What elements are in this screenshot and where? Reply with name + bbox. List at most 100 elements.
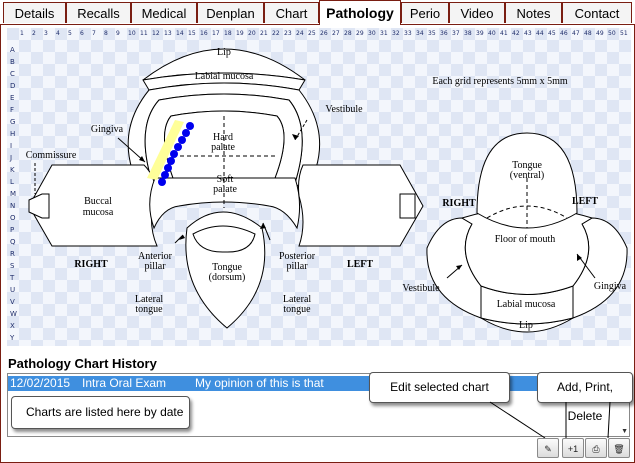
grid-column-label: 49 <box>596 30 604 37</box>
tongue-tip <box>192 225 256 253</box>
commissure-label: Commissure <box>26 150 77 161</box>
grid-row-label: U <box>10 286 16 294</box>
grid-column-label: 5 <box>68 30 72 37</box>
gingiva2-arrow <box>577 254 582 261</box>
grid-column-label: 17 <box>212 30 220 37</box>
grid-column-label: 27 <box>332 30 340 37</box>
grid-column-label: 45 <box>548 30 556 37</box>
history-date: 12/02/2015 <box>10 376 71 390</box>
grid-column-label: 10 <box>128 30 136 37</box>
soft-palate-label-1: Soft <box>217 174 234 185</box>
grid-column-label: 15 <box>188 30 196 37</box>
vestibule2-arrow <box>456 265 462 270</box>
grid-row-label: K <box>10 166 15 174</box>
soft-palate-label-2: palate <box>213 184 237 195</box>
grid-column-label: 8 <box>104 30 108 37</box>
grid-note: Each grid represents 5mm x 5mm <box>432 76 567 87</box>
grid-row-label: F <box>10 106 15 114</box>
grid-column-label: 12 <box>152 30 160 37</box>
grid-row-label: J <box>10 154 13 162</box>
vestibule-leader <box>294 119 308 141</box>
floor-of-mouth-label: Floor of mouth <box>495 234 556 245</box>
print-chart-button[interactable]: ⎙ <box>585 438 607 458</box>
grid-column-label: 9 <box>116 30 120 37</box>
buccal-label-1: Buccal <box>84 196 112 207</box>
commissure-right[interactable] <box>28 193 50 219</box>
tab-chart[interactable]: Chart <box>264 2 319 23</box>
grid-column-label: 21 <box>260 30 268 37</box>
grid-row-label: T <box>10 274 15 282</box>
grid-column-label: 37 <box>452 30 460 37</box>
grid-column-label: 3 <box>44 30 48 37</box>
hard-palate-label-2: palate <box>211 142 235 153</box>
anterior-pillar-label-1: Anterior <box>138 251 173 262</box>
vestibule-label: Vestibule <box>325 104 363 115</box>
grid-row-label: O <box>10 214 16 222</box>
pathology-chart[interactable]: Lip Labial mucosa Vestibule Gingiva Hard… <box>7 28 631 346</box>
grid-row-label: C <box>10 70 15 78</box>
tab-notes[interactable]: Notes <box>505 2 562 23</box>
tongue-dorsum-label: (dorsum) <box>209 272 246 283</box>
grid-row-label: A <box>10 46 15 54</box>
grid-column-label: 51 <box>620 30 628 37</box>
anterior-pillar-arrow <box>179 235 185 240</box>
plus-one-icon: +1 <box>567 444 579 454</box>
grid-column-label: 50 <box>608 30 616 37</box>
tab-recalls[interactable]: Recalls <box>66 2 131 23</box>
grid-column-label: 22 <box>272 30 280 37</box>
buccal-mucosa-left[interactable] <box>298 164 424 247</box>
grid-row-label: L <box>10 178 14 186</box>
grid-column-label: 19 <box>236 30 244 37</box>
trash-icon: 🗑 <box>613 444 625 454</box>
right-label: RIGHT <box>74 259 108 270</box>
grid-column-label: 40 <box>488 30 496 37</box>
add-chart-button[interactable]: +1 <box>562 438 584 458</box>
tab-contact[interactable]: Contact <box>562 2 632 23</box>
scroll-down-icon[interactable]: ▼ <box>621 428 628 435</box>
history-title: Pathology Chart History <box>8 356 157 371</box>
printer-icon: ⎙ <box>592 444 600 454</box>
grid-row-label: G <box>10 118 16 126</box>
left2-label: LEFT <box>572 196 598 207</box>
grid-column-label: 11 <box>140 30 148 37</box>
posterior-pillar-label-1: Posterior <box>279 251 316 262</box>
posterior-pillar-arrow <box>260 223 266 229</box>
lip2-label: Lip <box>519 320 533 331</box>
right2-label: RIGHT <box>442 198 476 209</box>
tab-video[interactable]: Video <box>449 2 505 23</box>
grid-row-label: R <box>10 250 15 258</box>
gingiva2-label: Gingiva <box>594 281 627 292</box>
grid-row-label: Y <box>10 334 15 342</box>
soft-palate-region[interactable] <box>149 177 301 230</box>
tab-details[interactable]: Details <box>3 2 66 23</box>
grid-column-label: 47 <box>572 30 580 37</box>
grid-column-label: 6 <box>80 30 84 37</box>
tab-perio[interactable]: Perio <box>401 2 449 23</box>
tab-denplan[interactable]: Denplan <box>197 2 264 23</box>
grid-row-label: N <box>10 202 16 210</box>
ventral-label: (ventral) <box>510 170 544 181</box>
grid-column-label: 24 <box>296 30 304 37</box>
lateral-tongue-left-2: tongue <box>283 304 311 315</box>
grid-column-label: 33 <box>404 30 412 37</box>
grid-column-label: 42 <box>512 30 520 37</box>
commissure-left[interactable] <box>399 193 416 219</box>
grid-column-label: 30 <box>368 30 376 37</box>
grid-column-label: 16 <box>200 30 208 37</box>
tab-medical[interactable]: Medical <box>131 2 197 23</box>
tab-pathology[interactable]: Pathology <box>319 0 401 25</box>
grid-row-label: B <box>10 58 15 66</box>
edit-chart-button[interactable]: ✎ <box>537 438 559 458</box>
delete-chart-button[interactable]: 🗑 <box>608 438 630 458</box>
blue-marks <box>158 122 194 186</box>
history-note: My opinion of this is that <box>195 376 324 390</box>
grid-column-label: 2 <box>32 30 36 37</box>
grid-column-label: 29 <box>356 30 364 37</box>
grid-row-label: H <box>10 130 16 138</box>
history-row[interactable]: 12/02/2015 Intra Oral Exam My opinion of… <box>8 376 621 391</box>
oral-diagram: Lip Labial mucosa Vestibule Gingiva Hard… <box>26 47 628 333</box>
grid-column-label: 26 <box>320 30 328 37</box>
grid-row-label: S <box>10 262 15 270</box>
lateral-tongue-left-1: Lateral <box>283 294 312 305</box>
grid-row-label: Q <box>10 238 16 246</box>
